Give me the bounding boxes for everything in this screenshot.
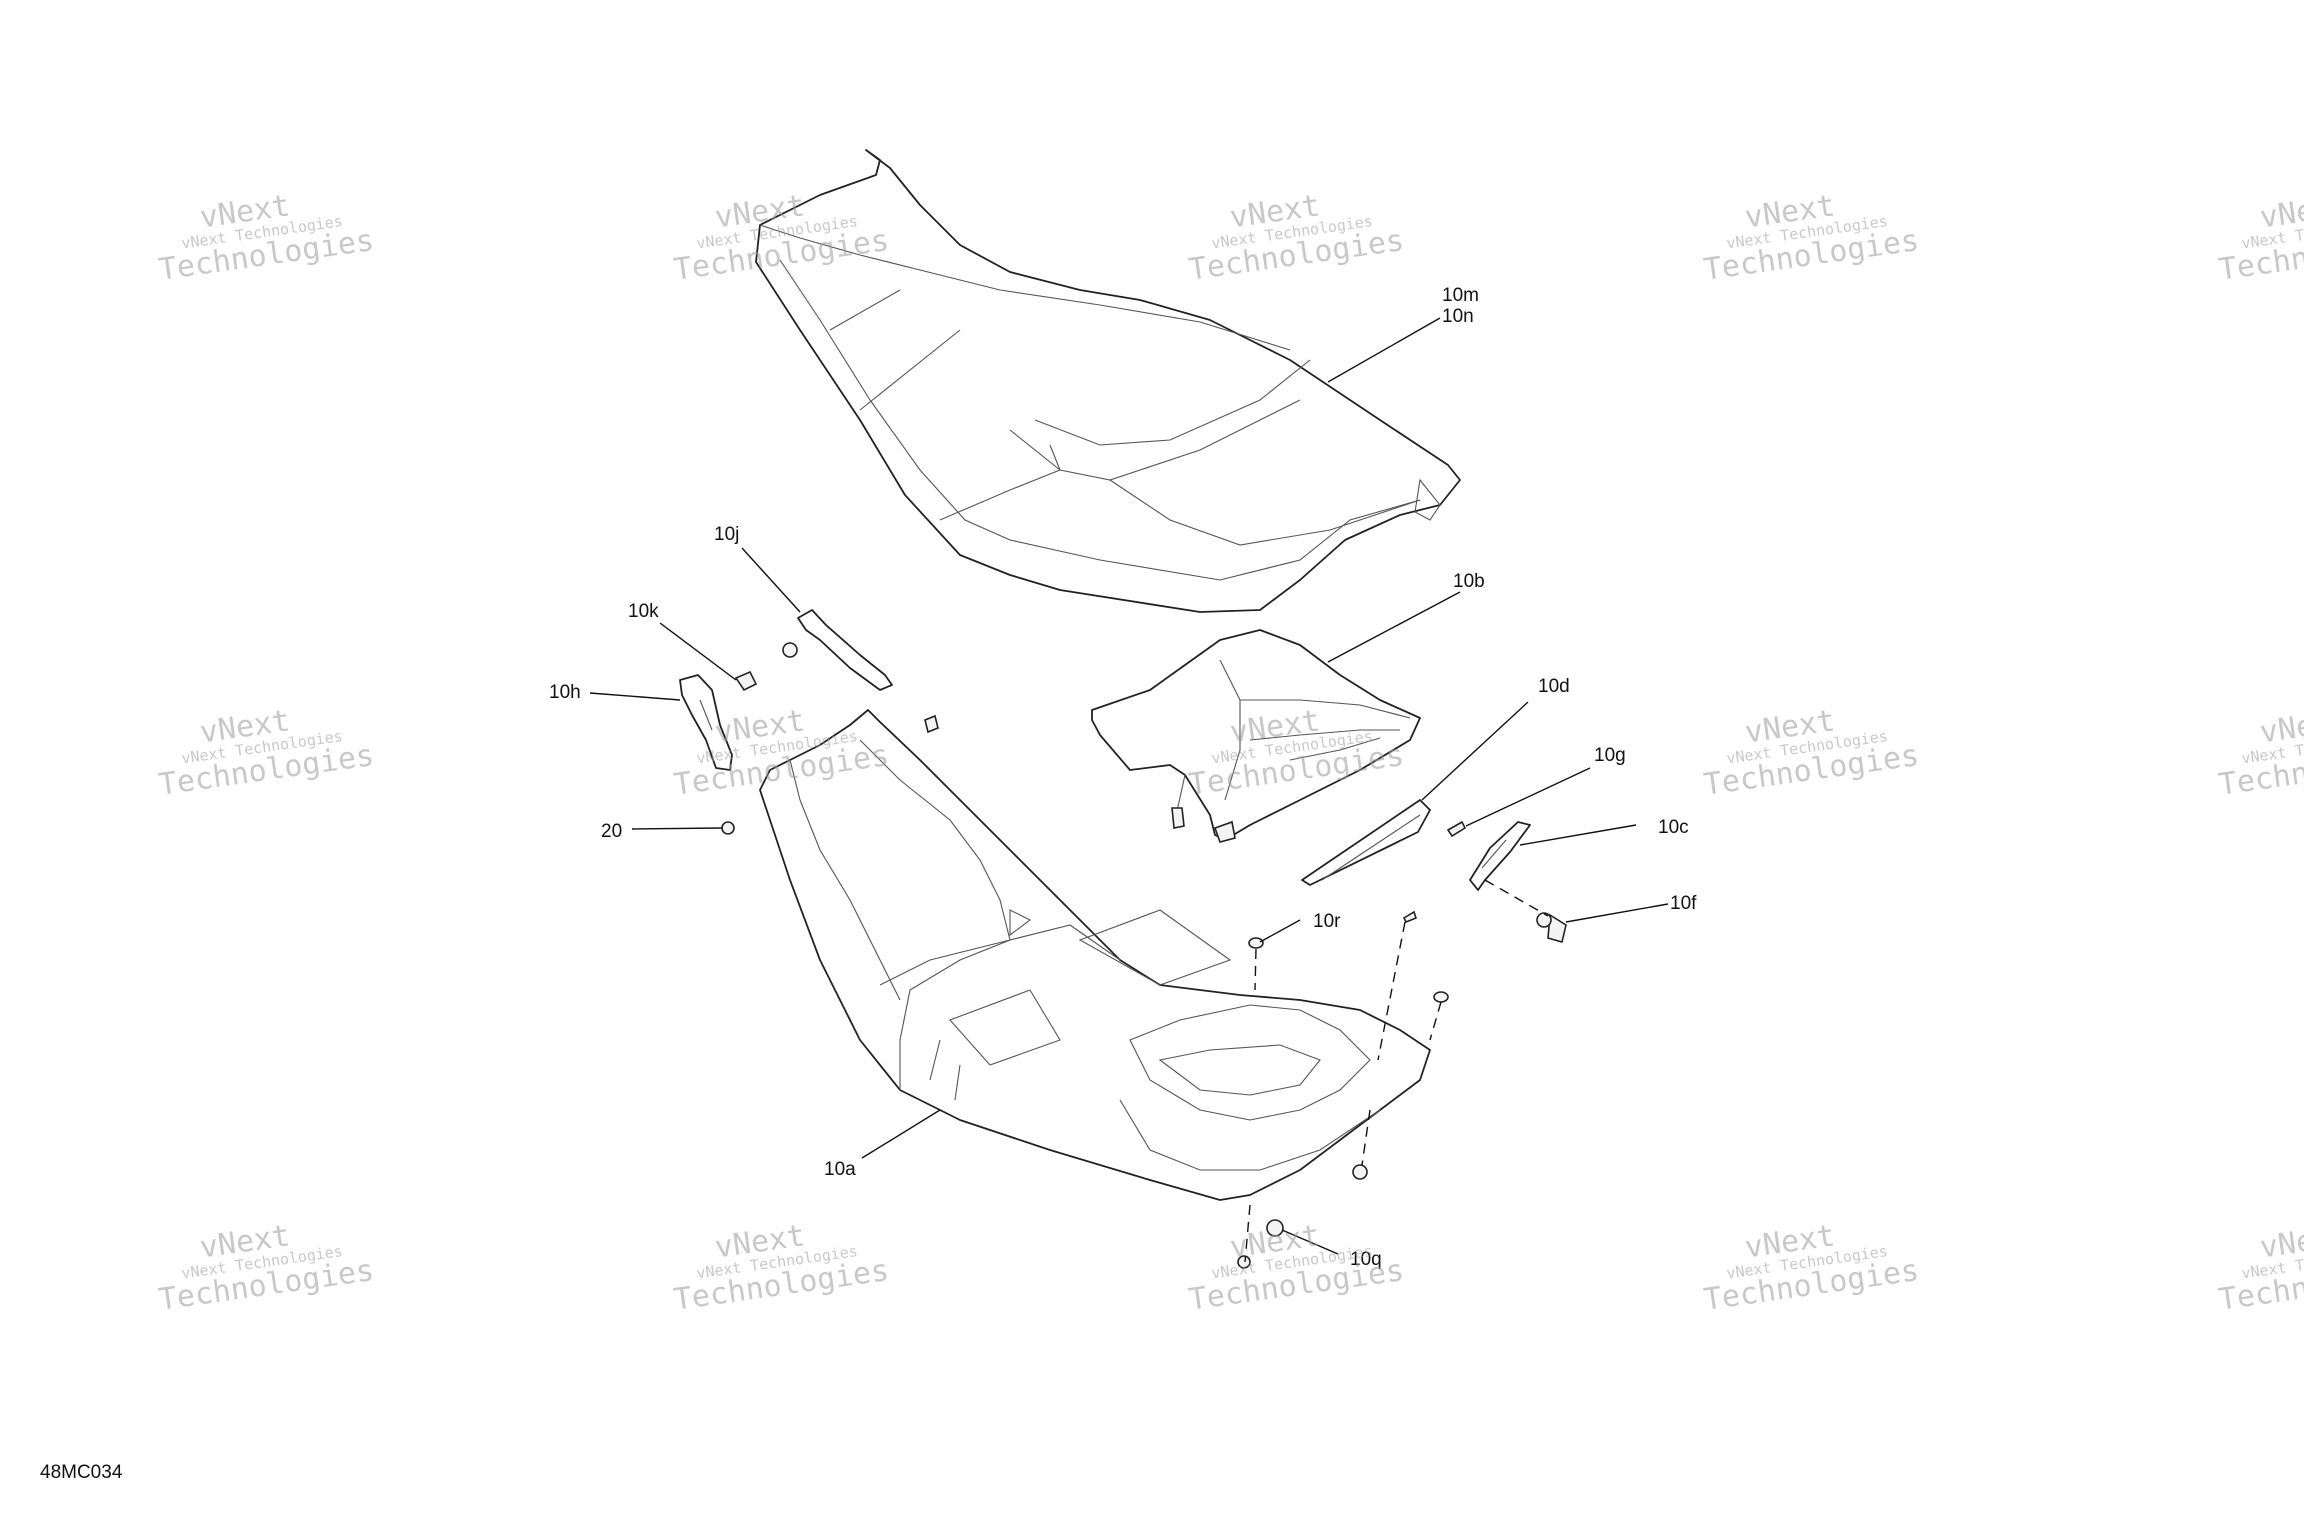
- watermark: vNext vNext Technologies Technologies: [1702, 1218, 1922, 1317]
- leader-10g: [1465, 767, 1591, 827]
- latch-part: [1469, 821, 1531, 891]
- leader-20: [631, 827, 723, 830]
- callout-10d: 10d: [1538, 676, 1570, 697]
- watermark: vNext vNext Technologies Technologies: [672, 703, 892, 802]
- leader-10f: [1565, 903, 1669, 923]
- watermark: vNext vNext Technologies Technologies: [157, 703, 377, 802]
- assembly-line-bottom: [1244, 1204, 1251, 1263]
- callout-10r: 10r: [1313, 911, 1341, 932]
- watermark: vNext vNext Technologies Technologies: [2217, 1218, 2304, 1317]
- watermark: vNext vNext Technologies Technologies: [672, 1218, 892, 1317]
- bracket-10j-part: [782, 609, 893, 691]
- diagram-code: 48MC034: [40, 1462, 123, 1483]
- rivet-right-side: [1352, 1164, 1368, 1180]
- watermark: vNext vNext Technologies Technologies: [2217, 188, 2304, 287]
- rivet-10q-bottom: [1237, 1219, 1284, 1269]
- callout-20: 20: [601, 821, 622, 842]
- callout-10k: 10k: [628, 601, 659, 622]
- callout-10n: 10n: [1442, 306, 1474, 327]
- callout-10c: 10c: [1658, 817, 1689, 838]
- watermark: vNext vNext Technologies Technologies: [1187, 1218, 1407, 1317]
- leader-10a: [861, 1109, 941, 1159]
- screw-20: [721, 821, 735, 835]
- washer-10r-right: [1433, 991, 1449, 1003]
- callout-10m: 10m: [1442, 285, 1479, 306]
- leader-10q: [1281, 1229, 1339, 1255]
- seat-part: [755, 149, 1461, 613]
- assembly-line-pin: [1377, 921, 1406, 1061]
- assembly-line-washer: [1429, 1001, 1442, 1041]
- leader-10h: [589, 692, 681, 701]
- pin-top: [1402, 910, 1417, 924]
- fastener-top: [924, 714, 939, 734]
- lid-panel-part: [1301, 799, 1431, 886]
- callout-10f: 10f: [1670, 893, 1697, 914]
- callout-10q: 10q: [1350, 1249, 1382, 1270]
- callout-10a: 10a: [824, 1159, 856, 1180]
- leader-10d: [1421, 701, 1529, 801]
- seat-base-part: [759, 709, 1431, 1201]
- callout-10j: 10j: [714, 524, 739, 545]
- watermark: vNext vNext Technologies Technologies: [157, 1218, 377, 1317]
- leader-10k: [659, 622, 737, 681]
- assembly-line-washer-left: [1254, 948, 1257, 991]
- watermark: vNext vNext Technologies Technologies: [1702, 188, 1922, 287]
- leader-10m: [1327, 317, 1441, 383]
- leader-10j: [741, 547, 801, 613]
- callout-10g: 10g: [1594, 745, 1626, 766]
- spring-part: [1446, 820, 1467, 838]
- bracket-10h-part: [679, 674, 733, 771]
- button-part: [1536, 912, 1567, 943]
- callout-10h: 10h: [549, 682, 581, 703]
- watermark: vNext vNext Technologies Technologies: [2217, 703, 2304, 802]
- latch-axis-line: [1484, 879, 1549, 917]
- assembly-line-rivet: [1361, 1109, 1371, 1166]
- leader-10c: [1519, 824, 1637, 846]
- watermark: vNext vNext Technologies Technologies: [1187, 703, 1407, 802]
- storage-bin-part: [1091, 629, 1421, 843]
- callout-10b: 10b: [1453, 571, 1485, 592]
- leader-10r: [1259, 919, 1301, 943]
- watermark: vNext vNext Technologies Technologies: [157, 188, 377, 287]
- watermark: vNext vNext Technologies Technologies: [1702, 703, 1922, 802]
- washer-10r-left: [1248, 937, 1264, 949]
- leader-10b: [1327, 591, 1461, 663]
- clip-10k-part: [734, 670, 758, 692]
- watermark: vNext vNext Technologies Technologies: [1187, 188, 1407, 287]
